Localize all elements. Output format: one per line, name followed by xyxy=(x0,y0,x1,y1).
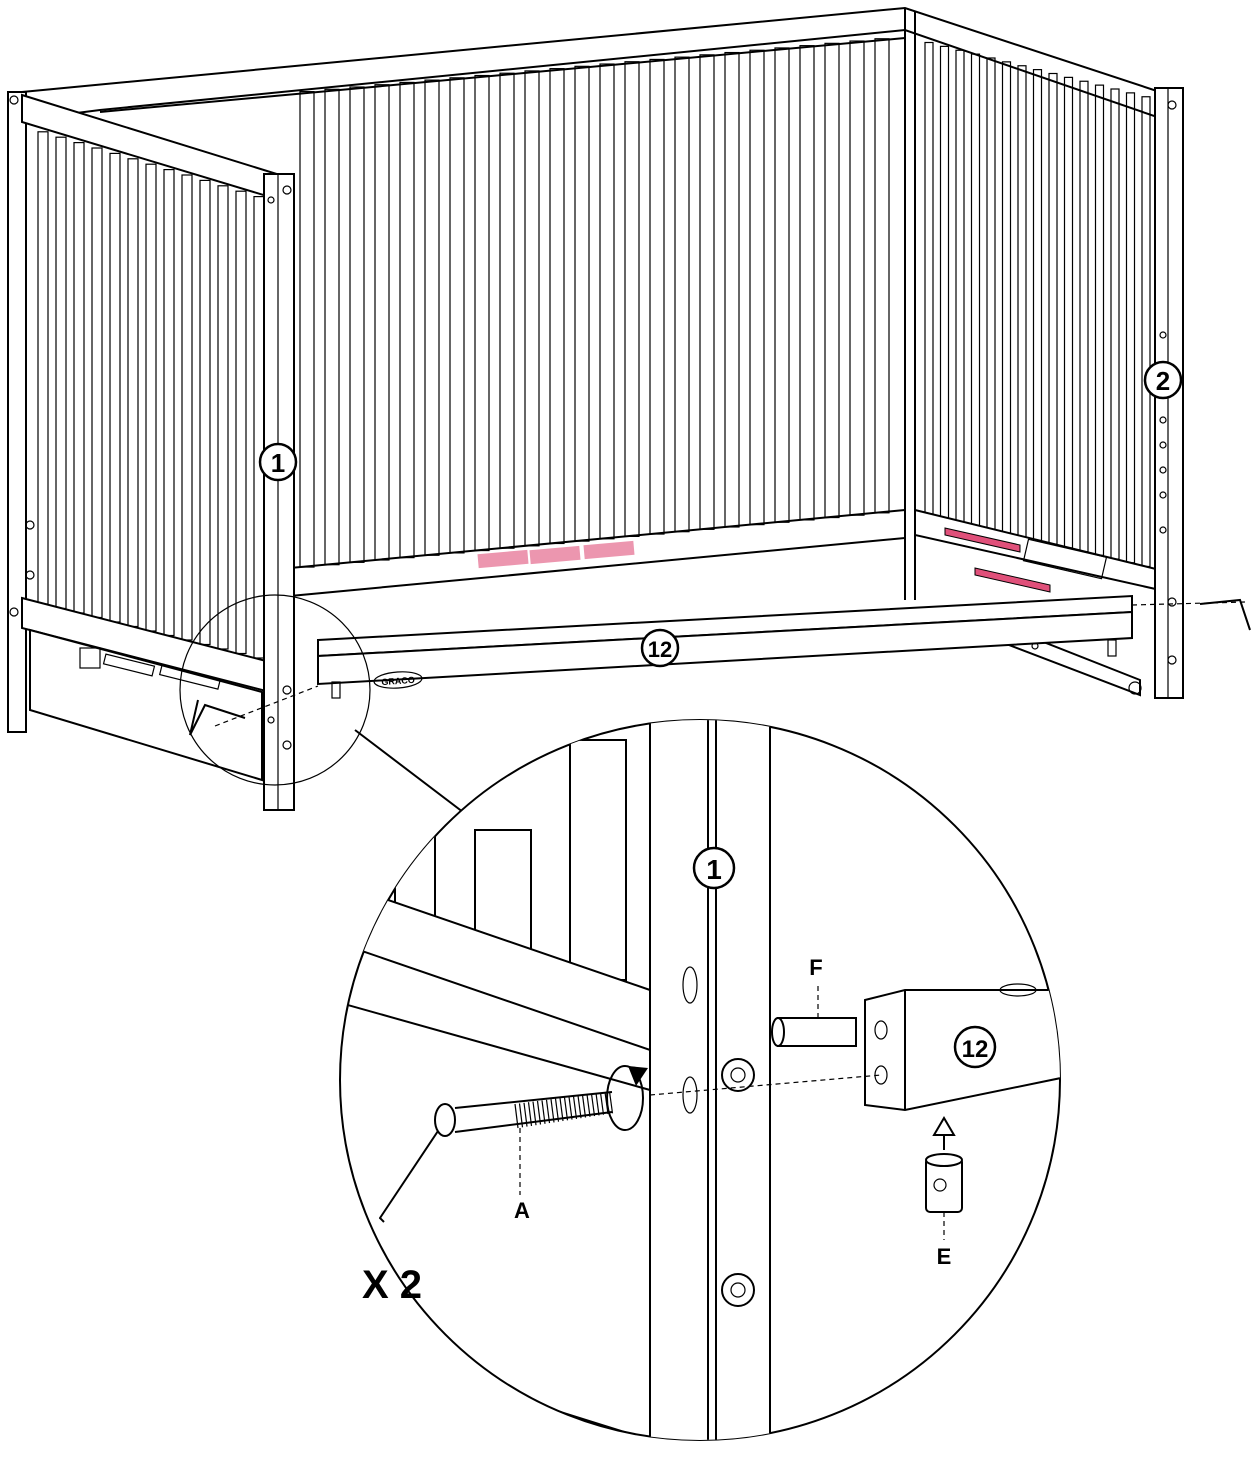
label-dowel-F: F xyxy=(809,955,822,980)
svg-text:2: 2 xyxy=(1156,366,1170,396)
crib-overview: GRACO 1 2 12 xyxy=(7,6,1251,871)
label-bolt-A: A xyxy=(514,1198,530,1223)
zoom-detail: 1 12 F A E X 2 xyxy=(339,719,1061,1441)
quantity-label: X 2 xyxy=(362,1263,422,1307)
overview-hardware xyxy=(189,598,1251,736)
svg-text:12: 12 xyxy=(962,1036,989,1063)
warning-labels xyxy=(477,540,635,569)
svg-text:1: 1 xyxy=(271,448,285,478)
brand-logo: GRACO xyxy=(381,675,415,687)
end-panel-left xyxy=(7,91,281,782)
zoom-callout-part-1: 1 xyxy=(692,846,736,890)
detail-marker-circle xyxy=(179,594,371,786)
svg-text:12: 12 xyxy=(648,637,672,662)
back-panel xyxy=(21,6,1161,600)
callout-part-2: 2 xyxy=(1143,360,1183,400)
end-panel-right xyxy=(914,41,1161,593)
callout-part-12: 12 xyxy=(640,628,680,668)
svg-text:1: 1 xyxy=(706,854,722,885)
left-post xyxy=(263,173,295,811)
callout-part-1: 1 xyxy=(258,442,298,482)
front-rail: GRACO xyxy=(317,594,1133,689)
label-barrel-nut-E: E xyxy=(937,1244,952,1269)
zoom-callout-part-12: 12 xyxy=(953,1025,997,1069)
